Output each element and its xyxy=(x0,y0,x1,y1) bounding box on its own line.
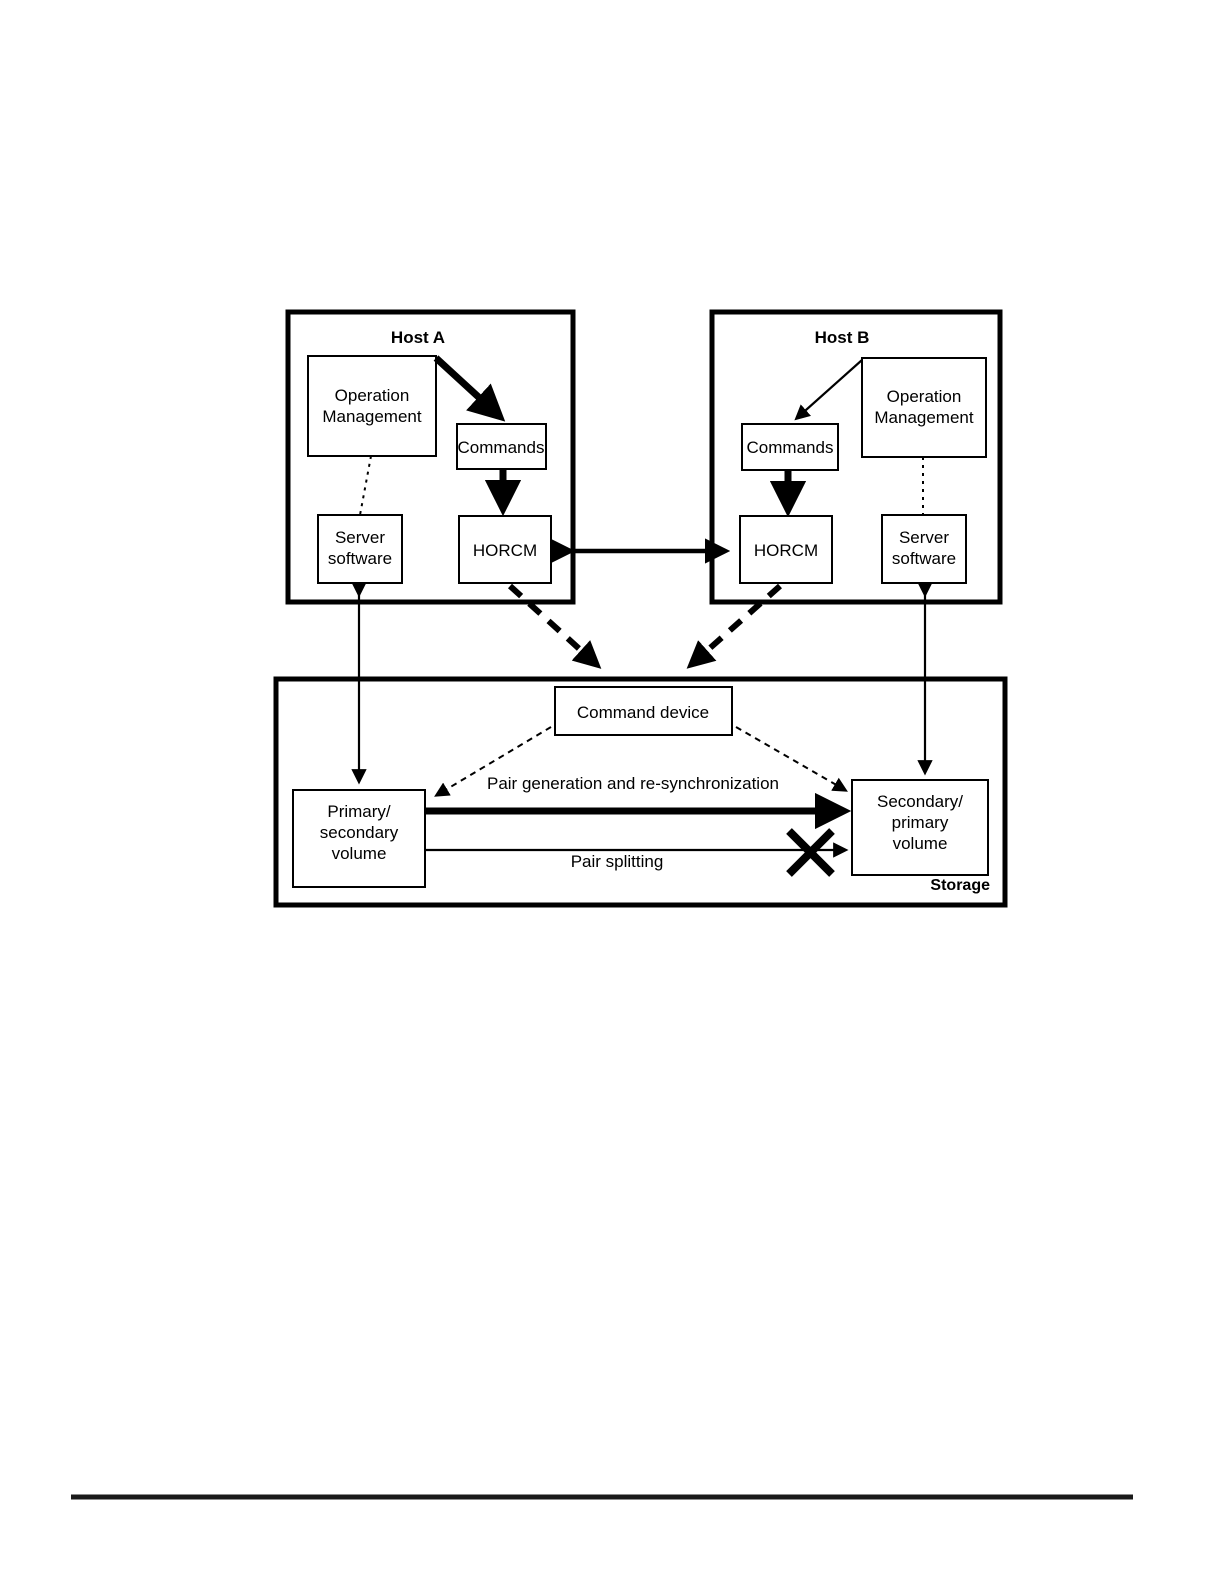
storage-title: Storage xyxy=(930,877,990,894)
arrow-horcm-a-to-command-device xyxy=(507,583,602,669)
horcm-a-label: HORCM xyxy=(473,541,537,560)
op-mgmt-a-label-line2: Management xyxy=(322,407,422,426)
commands-a-node[interactable]: Commands xyxy=(456,423,547,470)
primary-volume-box[interactable] xyxy=(292,789,426,888)
primary-volume-node[interactable]: Primary/ secondary volume xyxy=(292,789,426,888)
commands-b-label: Commands xyxy=(747,438,834,457)
arrow-opmgmt-to-commands-a xyxy=(433,355,506,422)
server-sw-a-label-line2: software xyxy=(328,549,392,568)
op-mgmt-b-box[interactable] xyxy=(861,357,987,458)
primary-volume-label-line1: Primary/ xyxy=(327,802,391,821)
arrow-horcm-b-to-command-device xyxy=(686,583,782,669)
horcm-b-label: HORCM xyxy=(754,541,818,560)
server-sw-b-node[interactable]: Server software xyxy=(881,514,967,584)
commands-b-box[interactable] xyxy=(741,423,839,471)
op-mgmt-a-label-line1: Operation xyxy=(335,386,410,405)
host-a-title: Host A xyxy=(391,328,445,347)
horcm-b-node[interactable]: HORCM xyxy=(739,515,833,584)
server-sw-b-label-line2: software xyxy=(892,549,956,568)
server-sw-b-box[interactable] xyxy=(881,514,967,584)
command-device-label: Command device xyxy=(577,703,709,722)
secondary-volume-label-line3: volume xyxy=(893,834,948,853)
server-sw-b-label-line1: Server xyxy=(899,528,949,547)
secondary-volume-label-line2: primary xyxy=(892,813,949,832)
server-sw-a-box[interactable] xyxy=(317,514,403,584)
primary-volume-label-line2: secondary xyxy=(320,823,399,842)
host-b-title: Host B xyxy=(815,328,870,347)
command-device-node[interactable]: Command device xyxy=(554,686,733,736)
horcm-a-node[interactable]: HORCM xyxy=(458,515,552,584)
secondary-volume-box[interactable] xyxy=(851,779,989,876)
commands-b-node[interactable]: Commands xyxy=(741,423,839,471)
server-sw-a-label-line1: Server xyxy=(335,528,385,547)
block-cross-icon xyxy=(786,828,835,877)
commands-a-label: Commands xyxy=(458,438,545,457)
arrow-command-device-to-primary-volume xyxy=(434,726,552,797)
op-mgmt-a-node[interactable]: Operation Management xyxy=(307,355,437,457)
pair-splitting-label: Pair splitting xyxy=(571,852,664,871)
arrow-command-device-to-secondary-volume xyxy=(735,726,848,792)
arrow-opmgmt-to-commands-b xyxy=(794,359,863,421)
op-mgmt-b-node[interactable]: Operation Management xyxy=(861,357,987,458)
primary-volume-label-line3: volume xyxy=(332,844,387,863)
op-mgmt-b-label-line1: Operation xyxy=(887,387,962,406)
command-device-box[interactable] xyxy=(554,686,733,736)
secondary-volume-label-line1: Secondary/ xyxy=(877,792,963,811)
pair-generation-label: Pair generation and re-synchronization xyxy=(487,774,779,793)
server-sw-a-node[interactable]: Server software xyxy=(317,514,403,584)
op-mgmt-b-label-line2: Management xyxy=(874,408,974,427)
secondary-volume-node[interactable]: Secondary/ primary volume xyxy=(851,779,989,876)
line-opmgmt-to-serversw-a xyxy=(359,455,372,516)
op-mgmt-a-box[interactable] xyxy=(307,355,437,457)
